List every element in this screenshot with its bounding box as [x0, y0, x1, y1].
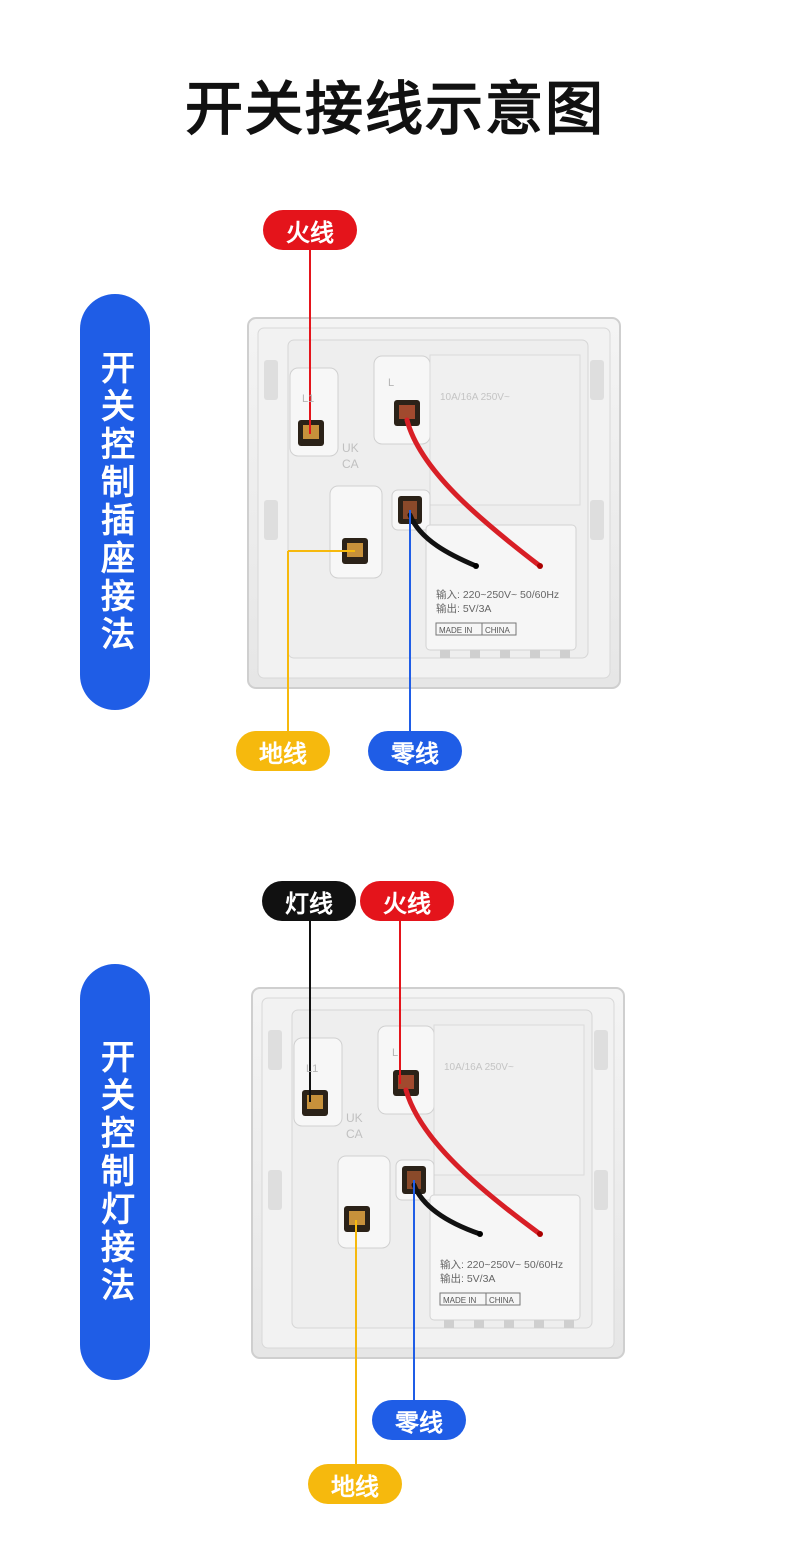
marking-l1-2: L1	[306, 1063, 318, 1075]
marking-uk-1: UK	[342, 441, 359, 455]
neutral-wire-tag-2-text: 零线	[395, 1408, 443, 1437]
marking-china-2: CHINA	[489, 1296, 515, 1305]
live-wire-tag-1: 火线	[263, 210, 357, 250]
switch-socket-back-2	[251, 920, 625, 1466]
marking-made-in-1: MADE IN	[439, 626, 473, 635]
side-label-socket-wiring-text: 开关控制插座接法	[94, 350, 135, 654]
marking-uk-2: UK	[346, 1111, 363, 1125]
side-label-socket-wiring: 开关控制插座接法	[80, 294, 150, 710]
live-wire-tag-2-text: 火线	[383, 889, 431, 918]
marking-input-2: 输入: 220~250V~ 50/60Hz	[440, 1258, 563, 1271]
lamp-wire-tag-2-text: 灯线	[285, 889, 333, 918]
side-label-lamp-wiring: 开关控制灯接法	[80, 964, 150, 1380]
marking-rating-2: 10A/16A 250V~	[444, 1062, 514, 1073]
marking-l-1: L	[388, 377, 394, 389]
marking-output-2: 输出: 5V/3A	[440, 1272, 495, 1285]
switch-socket-back-1	[247, 250, 621, 733]
earth-wire-tag-1-text: 地线	[259, 739, 307, 768]
neutral-wire-tag-1: 零线	[368, 731, 462, 771]
marking-input-1: 输入: 220~250V~ 50/60Hz	[436, 588, 559, 601]
marking-china-1: CHINA	[485, 626, 511, 635]
page-title: 开关接线示意图	[184, 75, 605, 143]
marking-l-2: L	[392, 1047, 398, 1059]
lamp-wire-tag-2: 灯线	[262, 881, 356, 921]
neutral-wire-tag-2: 零线	[372, 1400, 466, 1440]
marking-output-1: 输出: 5V/3A	[436, 602, 491, 615]
earth-wire-tag-1: 地线	[236, 731, 330, 771]
marking-ca-1: CA	[342, 457, 359, 471]
live-wire-tag-2: 火线	[360, 881, 454, 921]
earth-wire-tag-2: 地线	[308, 1464, 402, 1504]
marking-ca-2: CA	[346, 1127, 363, 1141]
live-wire-tag-1-text: 火线	[286, 218, 334, 247]
marking-l1-1: L1	[302, 393, 314, 405]
neutral-wire-tag-1-text: 零线	[391, 739, 439, 768]
earth-wire-tag-2-text: 地线	[331, 1472, 379, 1501]
marking-made-in-2: MADE IN	[443, 1296, 477, 1305]
side-label-lamp-wiring-text: 开关控制灯接法	[94, 1039, 135, 1305]
marking-rating-1: 10A/16A 250V~	[440, 392, 510, 403]
